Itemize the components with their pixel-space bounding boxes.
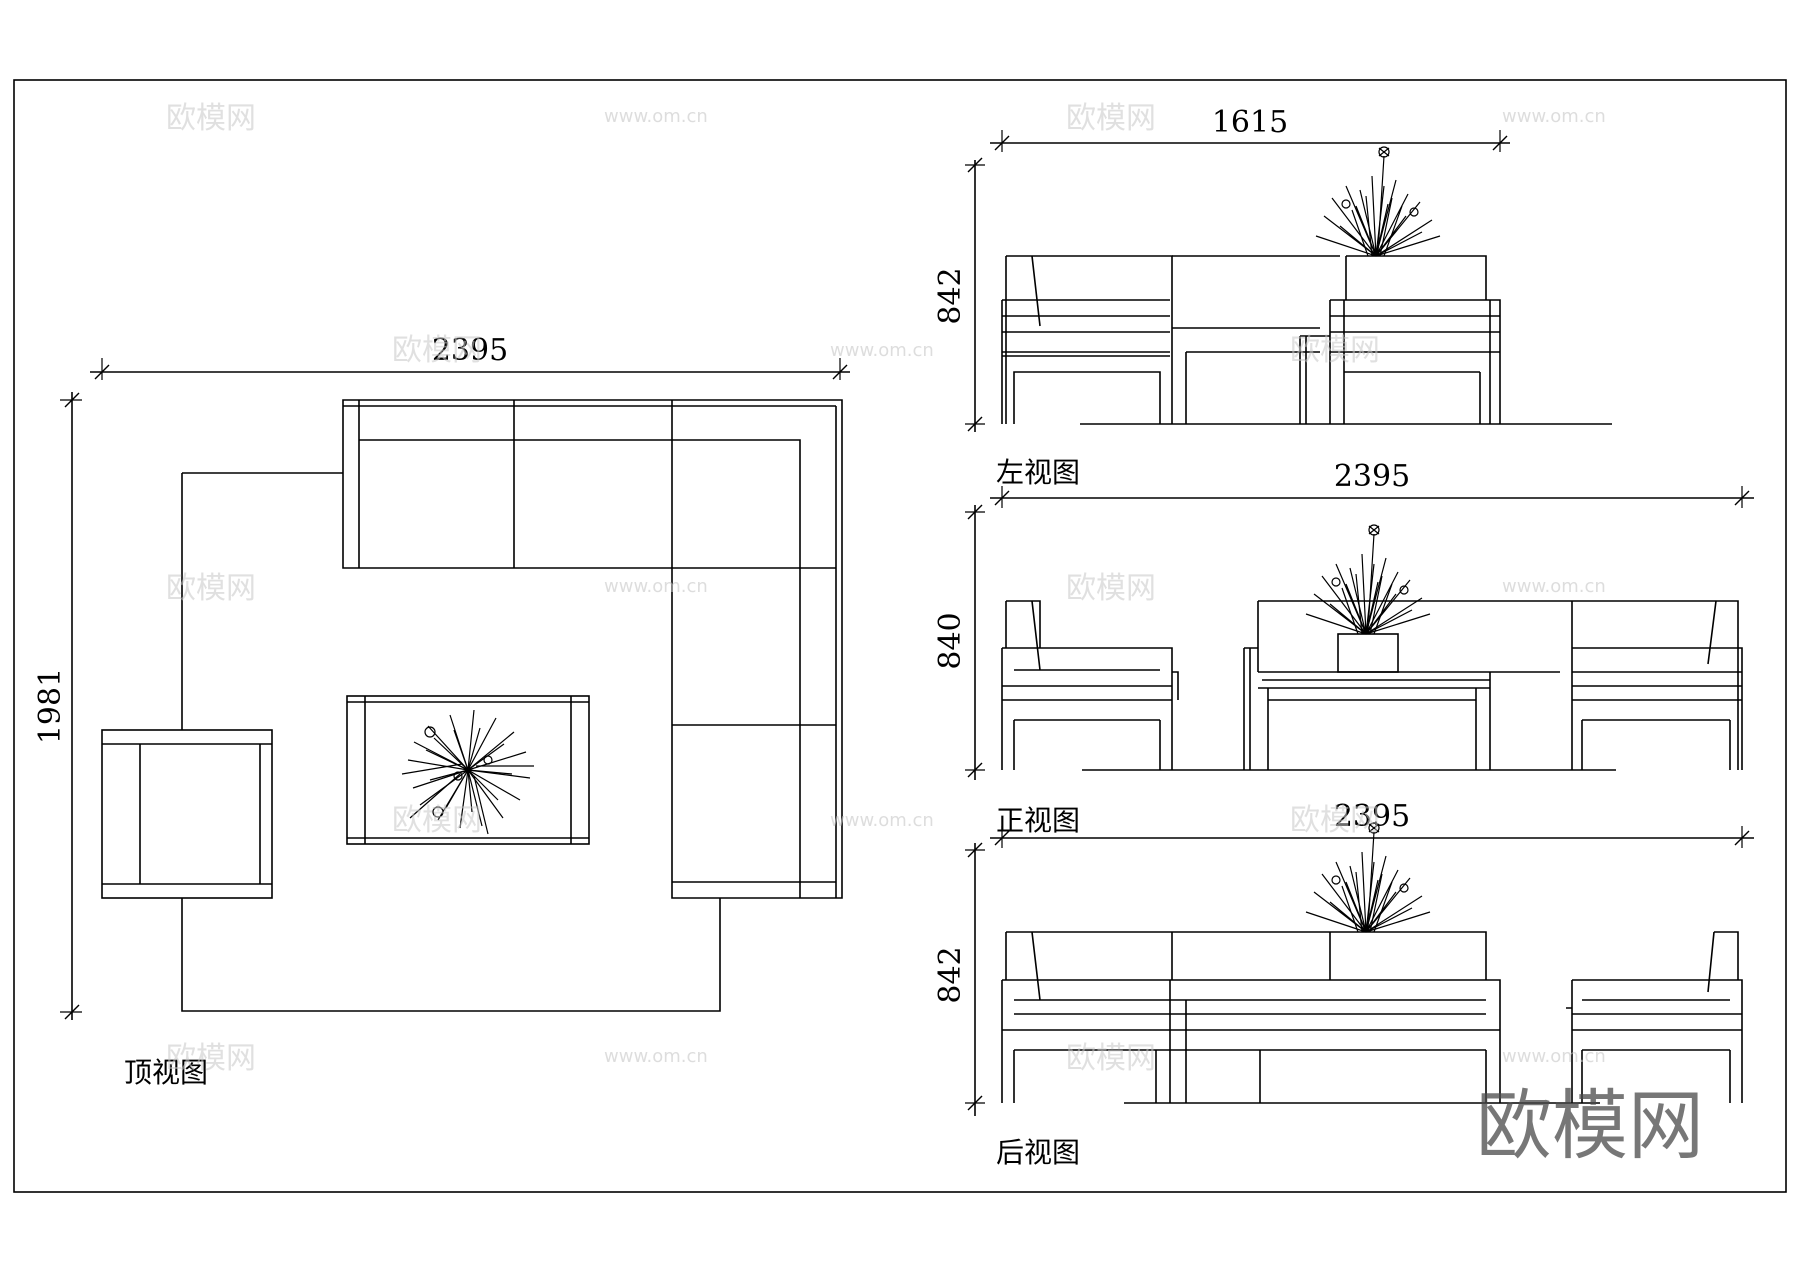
back-width-label: 2395 [1334,799,1410,834]
front-view: 2395 840 正视图 [933,459,1754,837]
sofa-long-top [342,399,843,899]
top-width-dimension: 2395 [90,333,850,380]
watermark-brand: 欧模网 [166,101,256,136]
watermark-url: www.om.cn [1502,576,1606,597]
front-height-label: 840 [933,612,968,669]
rug-outline [181,472,721,1012]
watermark-layer: 欧模网 www.om.cn 欧模网 www.om.cn 欧模网 www.om.c… [166,101,1704,1170]
watermark-brand: 欧模网 [392,803,482,838]
watermark-url: www.om.cn [604,1046,708,1067]
front-view-furniture [1001,524,1743,771]
front-height-dimension: 840 [933,504,985,780]
front-width-label: 2395 [1334,459,1410,494]
watermark-brand: 欧模网 [392,333,482,368]
left-width-label: 1615 [1212,105,1288,140]
watermark-brand: 欧模网 [1290,333,1380,368]
drawing-frame [13,79,1787,1193]
watermark-url: www.om.cn [604,576,708,597]
front-view-caption: 正视图 [996,804,1080,837]
armchair-top [101,729,273,899]
left-view: 1615 842 左视图 [933,105,1612,489]
watermark-url: www.om.cn [1502,1046,1606,1067]
watermark-brand: 欧模网 [166,1041,256,1076]
top-view: 2395 1981 顶视图 [33,333,850,1089]
watermark-url: www.om.cn [830,810,934,831]
back-view: 2395 842 后视图 [933,799,1754,1169]
watermark-url: www.om.cn [830,340,934,361]
top-view-caption: 顶视图 [124,1056,208,1089]
top-depth-dimension: 1981 [33,392,82,1020]
watermark-brand: 欧模网 [166,571,256,606]
back-height-dimension: 842 [933,842,985,1116]
back-view-furniture [1001,822,1743,1104]
left-height-dimension: 842 [933,157,985,432]
left-height-label: 842 [933,267,968,324]
watermark-url: www.om.cn [604,106,708,127]
watermark-brand: 欧模网 [1066,1041,1156,1076]
left-view-caption: 左视图 [996,456,1080,489]
watermark-brand-large: 欧模网 [1476,1081,1704,1170]
watermark-brand: 欧模网 [1066,101,1156,136]
coffee-table-top [346,695,590,845]
top-width-label: 2395 [432,333,508,368]
watermark-brand: 欧模网 [1066,571,1156,606]
top-depth-label: 1981 [33,668,68,744]
watermark-brand: 欧模网 [1290,803,1380,838]
front-width-dimension: 2395 [990,459,1754,508]
left-view-furniture [1001,146,1612,425]
back-height-label: 842 [933,946,968,1003]
left-width-dimension: 1615 [990,105,1510,152]
back-width-dimension: 2395 [990,799,1754,848]
back-view-caption: 后视图 [996,1136,1080,1169]
watermark-url: www.om.cn [1502,106,1606,127]
